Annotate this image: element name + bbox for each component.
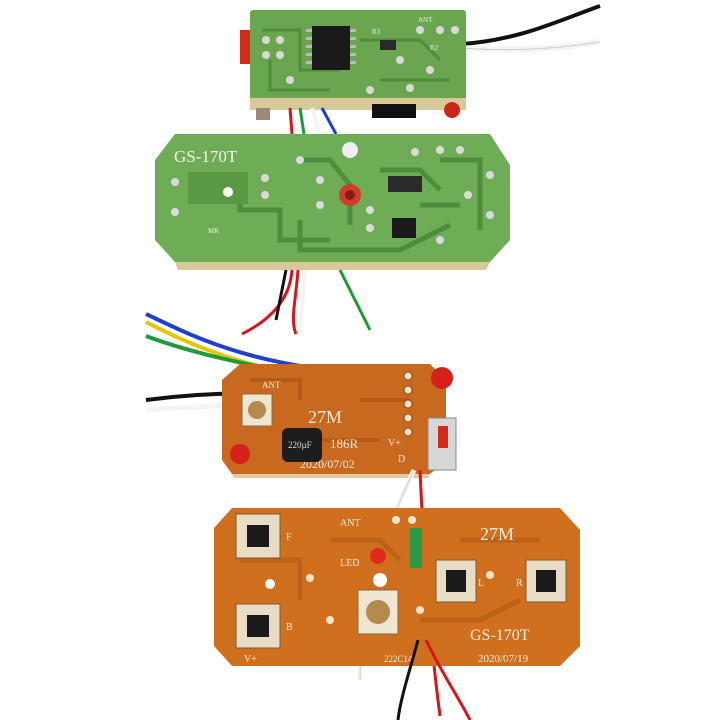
ant-label-mid: ANT bbox=[262, 380, 281, 390]
mounting-hole-left bbox=[223, 187, 233, 197]
date-label-bottom: 2020/07/19 bbox=[478, 653, 529, 665]
power-switch-slider bbox=[438, 426, 448, 448]
button-f bbox=[235, 513, 281, 559]
solder-pads-top bbox=[262, 26, 459, 94]
trim-pot-knob-mid bbox=[248, 401, 266, 419]
orange-bottom-pcb bbox=[214, 508, 580, 666]
wire-red-down-2 bbox=[291, 269, 300, 335]
wire-black-down bbox=[274, 269, 288, 321]
orange-mid-board: 27M 186R 2020/07/02 ANT V+ D 220µF bbox=[145, 312, 457, 478]
ant-label-bottom: ANT bbox=[340, 518, 361, 529]
button-b bbox=[235, 603, 281, 649]
mounting-hole-bottom-left bbox=[265, 579, 275, 589]
copper-pad-area bbox=[188, 172, 248, 204]
mic-label: MK bbox=[208, 227, 219, 235]
orange-mid-pcb-edge bbox=[232, 474, 430, 478]
orange-bottom-traces bbox=[240, 537, 540, 623]
ic-chip-top bbox=[312, 26, 350, 70]
black-coil-top bbox=[372, 104, 416, 118]
wire-red-down bbox=[241, 269, 294, 336]
red-capacitor-left bbox=[240, 30, 250, 64]
green-inductor bbox=[410, 528, 422, 568]
btn-b-label: B bbox=[286, 622, 293, 633]
wire-green-down bbox=[338, 269, 372, 331]
freq-label-bottom: 27M bbox=[480, 524, 514, 544]
chip-label-mid: 186R bbox=[330, 436, 359, 451]
wire-green-link bbox=[298, 107, 306, 135]
green-main-pcb-edge bbox=[175, 262, 490, 270]
vplus-label-mid: V+ bbox=[388, 438, 401, 449]
trim-pot-knob-bottom bbox=[366, 600, 390, 624]
mounting-hole-bottom bbox=[373, 573, 387, 587]
orange-bottom-board: 27M GS-170T 2020/07/19 222C14 ANT LED F … bbox=[214, 508, 580, 720]
green-top-pcb-edge bbox=[250, 98, 466, 110]
green-main-pcb bbox=[155, 134, 510, 262]
ic-pins-top bbox=[306, 29, 356, 64]
ic-chip-green bbox=[392, 218, 416, 238]
electrolytic-capacitor bbox=[282, 428, 322, 462]
btn-r-label: R bbox=[516, 578, 523, 589]
wire-red-bottom bbox=[424, 639, 472, 720]
silk-label-r2: R2 bbox=[430, 44, 439, 52]
btn-l-label: L bbox=[478, 578, 484, 589]
cap-label: 220µF bbox=[288, 440, 312, 450]
connector-top bbox=[256, 108, 270, 120]
silk-label-r3: R3 bbox=[372, 28, 381, 36]
red-led-top bbox=[444, 102, 460, 118]
d-label-mid: D bbox=[398, 454, 405, 465]
wire-white-edge bbox=[461, 41, 601, 51]
orange-mid-pcb bbox=[222, 364, 446, 474]
vplus-label-bottom: V+ bbox=[244, 654, 257, 665]
pin-holes-mid bbox=[403, 371, 413, 437]
transistor-top bbox=[380, 40, 396, 50]
wire-black-bottom bbox=[396, 639, 420, 720]
red-led-mid-left bbox=[230, 444, 250, 464]
silk-label-ant: ANT bbox=[418, 16, 433, 24]
wire-red-link bbox=[288, 107, 294, 135]
solder-pads-bottom bbox=[306, 516, 494, 624]
green-receiver-board: R3 ANT R2 bbox=[240, 4, 601, 135]
red-led-bottom bbox=[370, 548, 386, 564]
btn-f-label: F bbox=[286, 532, 292, 543]
freq-label-mid: 27M bbox=[308, 407, 342, 427]
green-top-pcb bbox=[250, 10, 466, 108]
model-label-bottom: GS-170T bbox=[470, 627, 530, 644]
code-label-bottom: 222C14 bbox=[384, 654, 413, 664]
led-label-bottom: LED bbox=[340, 558, 359, 569]
mounting-hole-top bbox=[342, 142, 358, 158]
button-l bbox=[435, 559, 477, 603]
red-hole-center bbox=[345, 190, 355, 200]
wire-black bbox=[461, 4, 601, 46]
wire-white-link bbox=[310, 107, 322, 135]
wire-blue-link bbox=[320, 107, 338, 135]
button-r bbox=[525, 559, 567, 603]
model-label-green: GS-170T bbox=[174, 147, 238, 166]
solder-pads-main bbox=[171, 146, 494, 244]
orange-mid-traces bbox=[250, 378, 410, 442]
transistor-array bbox=[388, 176, 422, 192]
wire-white-down bbox=[298, 269, 306, 335]
red-led-mid-right bbox=[431, 367, 453, 389]
green-main-board: GS-170T MK bbox=[155, 134, 510, 336]
